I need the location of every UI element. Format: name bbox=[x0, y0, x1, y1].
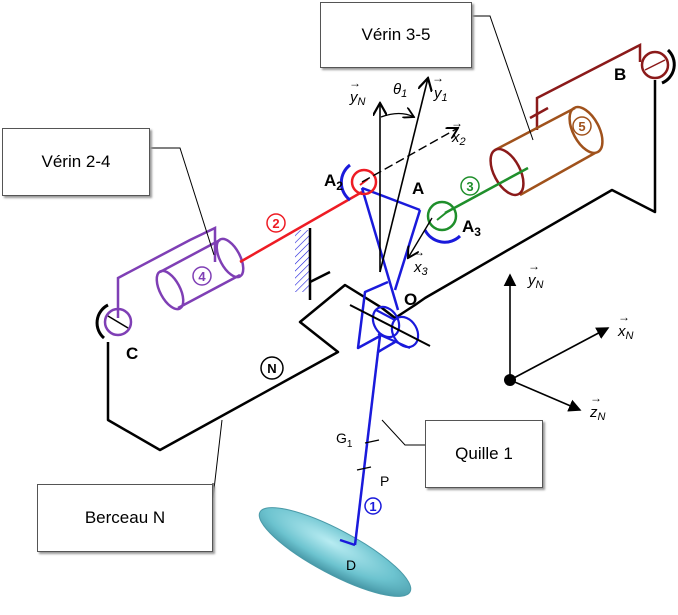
svg-text:yN: yN bbox=[527, 272, 544, 291]
frame-b-link bbox=[529, 42, 642, 130]
point-c-label: C bbox=[126, 344, 138, 363]
point-p-label: P bbox=[380, 473, 389, 489]
part-3-label: 3 bbox=[466, 179, 473, 194]
svg-text:→: → bbox=[349, 76, 361, 90]
part-4-label: 4 bbox=[198, 269, 206, 284]
berceau-frame bbox=[106, 80, 657, 452]
svg-text:y1: y1 bbox=[433, 85, 448, 104]
vector-labels: → yN θ1 → y1 → x2 → x3 → yN → xN → zN bbox=[349, 71, 634, 423]
part-5-label: 5 bbox=[578, 119, 585, 134]
point-g1-label: G1 bbox=[336, 430, 353, 450]
callout-verin-2-4: Vérin 2-4 bbox=[2, 128, 150, 196]
part-2-marker bbox=[266, 213, 286, 233]
svg-text:→: → bbox=[413, 245, 425, 259]
joint-c bbox=[95, 303, 133, 340]
point-a3-label: A3 bbox=[462, 217, 481, 239]
svg-text:xN: xN bbox=[617, 323, 634, 342]
part-5-marker bbox=[572, 116, 592, 136]
part-4-marker bbox=[192, 266, 212, 286]
svg-text:x3: x3 bbox=[413, 259, 429, 278]
part-n-marker bbox=[260, 356, 284, 380]
callout-leaders bbox=[150, 15, 534, 499]
point-d-label: D bbox=[346, 557, 356, 573]
verin-3-rod bbox=[444, 166, 529, 215]
svg-text:→: → bbox=[618, 310, 630, 324]
joint-b bbox=[640, 48, 676, 85]
svg-text:→: → bbox=[590, 391, 602, 405]
reference-frame bbox=[503, 273, 610, 412]
svg-text:x2: x2 bbox=[451, 129, 466, 148]
svg-text:→: → bbox=[451, 116, 463, 130]
verin-2-rod bbox=[239, 190, 363, 264]
part-1-marker bbox=[364, 497, 382, 515]
verin-5-cylinder bbox=[489, 105, 604, 197]
part-3-marker bbox=[460, 176, 480, 196]
verin-4-cylinder bbox=[116, 226, 245, 318]
point-b-label: B bbox=[614, 65, 626, 84]
part-n-label: N bbox=[267, 361, 276, 376]
joint-a3 bbox=[423, 200, 462, 244]
svg-text:θ1: θ1 bbox=[393, 81, 407, 100]
hatched-wall bbox=[295, 230, 309, 292]
svg-text:yN: yN bbox=[349, 89, 366, 108]
callout-quille-1: Quille 1 bbox=[425, 420, 543, 488]
point-a2-label: A2 bbox=[324, 171, 343, 193]
svg-text:→: → bbox=[528, 259, 540, 273]
part-2-label: 2 bbox=[272, 216, 279, 231]
point-a-label: A bbox=[412, 179, 424, 198]
top-axis-vectors bbox=[361, 78, 458, 273]
keel-bulb bbox=[258, 507, 412, 597]
svg-text:zN: zN bbox=[589, 404, 606, 423]
svg-text:→: → bbox=[432, 71, 444, 85]
callout-berceau-n: Berceau N bbox=[37, 484, 213, 552]
pivot-o bbox=[371, 305, 420, 350]
point-o-label: O bbox=[404, 290, 417, 309]
part-1-label: 1 bbox=[369, 499, 376, 514]
callout-verin-3-5: Vérin 3-5 bbox=[320, 2, 472, 68]
